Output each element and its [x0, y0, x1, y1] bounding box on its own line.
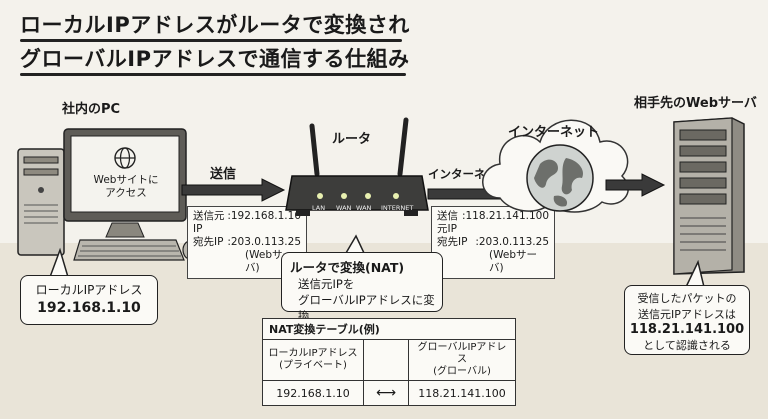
router-port-wan-1: WAN [336, 204, 352, 212]
nat-table-col-global: グローバルIPアドレス (グローバル) [408, 339, 516, 381]
server-callout-tail [684, 260, 705, 288]
nat-col-local-line-1: ローカルIPアドレス [268, 348, 358, 359]
nat-table-global-value: 118.21.141.100 [408, 380, 516, 406]
router-callout-line-3: グローバルIPアドレスに変換 [298, 293, 435, 323]
server-callout-line-4: として認識される [643, 339, 731, 352]
packet-before-src-label: 送信元IP [193, 210, 225, 235]
send-label: 送信 [210, 167, 237, 182]
packet-after-dst-note: (Webサーバ) [489, 249, 537, 274]
server-callout-line-3: 118.21.141.100 [629, 322, 745, 337]
title-line-1: ローカルIPアドレスがルータで変換され [20, 13, 410, 37]
title-line-2: グローバルIPアドレスで通信する仕組み [20, 47, 410, 71]
local-callout-line-1: ローカルIPアドレス [35, 283, 143, 297]
nat-table-title: NAT変換テーブル(例) [262, 318, 516, 340]
router-port-lan: LAN [312, 204, 326, 212]
arrow-internet-to-server [605, 173, 666, 197]
router-nat-callout: ルータで変換(NAT) 送信元IPを グローバルIPアドレスに変換 [281, 252, 443, 323]
router-port-internet: INTERNET [381, 204, 414, 212]
packet-before-src-value: 192.168.1.10 [230, 210, 301, 222]
router-callout-tail [344, 234, 366, 254]
arrow-pc-to-router [181, 178, 286, 202]
server-callout-line-2: 送信元IPアドレスは [638, 308, 736, 321]
title-underline-1 [20, 39, 402, 42]
keyboard-icon [73, 239, 185, 261]
router-callout-line-1: ルータで変換(NAT) [290, 260, 405, 275]
server-callout-line-1: 受信したパケットの [637, 292, 737, 305]
monitor-text-line-2: アクセス [105, 187, 147, 199]
local-callout-tail [48, 247, 70, 278]
globe-icon [114, 147, 136, 169]
monitor-icon [63, 128, 187, 238]
local-callout-line-2: 192.168.1.10 [37, 300, 141, 316]
router-label: ルータ [332, 132, 372, 147]
nat-col-local-line-2: (プライベート) [279, 360, 347, 371]
earth-icon [526, 144, 594, 212]
nat-table: NAT変換テーブル(例) ローカルIPアドレス (プライベート) グローバルIP… [262, 318, 516, 406]
pc-tower-icon [17, 148, 65, 256]
packet-after-box: 送信元IP:118.21.141.100 宛先IP:203.0.113.25 (… [431, 206, 555, 279]
packet-after-src-label: 送信元IP [437, 210, 458, 235]
internet-label: インターネット [508, 125, 600, 140]
server-label: 相手先のWebサーバ [634, 96, 757, 111]
nat-col-global-line-2: (グローバル) [433, 366, 491, 377]
router-callout-line-2: 送信元IPを [298, 277, 355, 291]
server-callout: 受信したパケットの 送信元IPアドレスは 118.21.141.100 として認… [624, 285, 750, 355]
packet-after-dst-label: 宛先IP [437, 236, 468, 248]
pc-label: 社内のPC [62, 102, 121, 117]
monitor-text: Webサイトに アクセス [72, 174, 180, 200]
packet-after-src-value: 118.21.141.100 [465, 210, 550, 222]
local-ip-callout: ローカルIPアドレス 192.168.1.10 [20, 275, 158, 325]
packet-before-dst-label: 宛先IP [193, 236, 224, 248]
packet-before-dst-value: 203.0.113.25 [230, 236, 301, 248]
title-underline-2 [20, 73, 406, 76]
nat-table-local-value: 192.168.1.10 [262, 380, 364, 406]
nat-table-arrow: ⟷ [363, 380, 409, 406]
nat-col-global-line-1: グローバルIPアドレス [417, 342, 507, 365]
nat-table-col-local: ローカルIPアドレス (プライベート) [262, 339, 364, 381]
server-icon [673, 117, 745, 275]
router-port-wan-2: WAN [356, 204, 372, 212]
monitor-text-line-1: Webサイトに [93, 174, 159, 186]
router-icon [285, 117, 429, 216]
packet-after-dst-value: 203.0.113.25 [478, 236, 549, 248]
